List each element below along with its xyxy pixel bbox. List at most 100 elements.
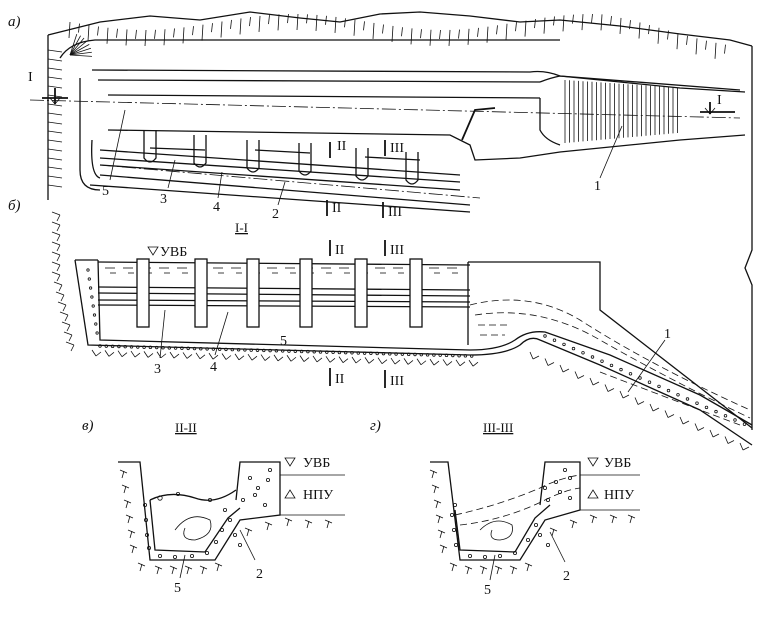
hatch-stroke (458, 29, 460, 39)
ground-hatch (569, 519, 578, 529)
canal-inner-top (107, 94, 541, 99)
hatch-stroke (515, 22, 517, 32)
pier-connector-3 (364, 156, 421, 161)
hatch-stroke (363, 21, 365, 31)
gravel-dot (205, 347, 209, 351)
hatch-stroke (572, 14, 574, 24)
npu-triangle-ii (284, 489, 296, 499)
ground-hatch (544, 358, 555, 366)
gravel-dot (685, 397, 690, 401)
hatch-stroke (69, 54, 92, 57)
gravel-dot (243, 348, 247, 352)
hatch-stroke (714, 42, 717, 59)
ground-hatch (119, 469, 128, 479)
leader-5-plan (109, 109, 126, 181)
gravel-dot (394, 352, 398, 356)
leader-4-plan (217, 171, 223, 199)
label-5-plan: 5 (102, 184, 109, 199)
gravel-dot (695, 401, 699, 405)
hatch-stroke (258, 15, 261, 32)
gravel-dot (470, 354, 474, 358)
gravel-dot (89, 286, 93, 290)
ground-hatch (431, 484, 440, 494)
ground-hatch (494, 565, 503, 575)
flow-iii-1 (454, 474, 581, 516)
gravel-dot (232, 533, 237, 538)
hatch-stroke (534, 19, 536, 29)
gravel-dot (117, 344, 121, 349)
section-iii-bottom-mark: III (388, 205, 402, 220)
ground-hatch (182, 352, 193, 359)
hatch-stroke (69, 40, 88, 56)
flow-line-1 (469, 299, 751, 411)
panel-label-b: б) (8, 198, 21, 214)
trough-iii-outer (430, 461, 581, 561)
gravel-dot (110, 344, 115, 349)
pier-connector-2 (254, 149, 311, 154)
label-1-section: 1 (664, 327, 671, 342)
beam-line-2 (97, 292, 471, 297)
section-pier (299, 258, 313, 328)
hatch-stroke (47, 130, 63, 134)
uvb-label-section: УВБ (160, 245, 187, 260)
hatch-stroke (496, 25, 498, 35)
hatch-stroke (69, 35, 81, 56)
ground-hatch (338, 356, 349, 363)
hatch-stroke (69, 51, 92, 56)
ground-hatch (247, 353, 258, 361)
ground-hatch (137, 562, 146, 572)
hatch-stroke (69, 47, 92, 56)
gravel-dot (236, 348, 241, 352)
section-ii-mark-lower: II (335, 372, 345, 387)
gravel-dot (568, 495, 573, 500)
fill-surface-ii (149, 489, 237, 501)
gravel-dot (526, 538, 531, 543)
gravel-dot (252, 492, 257, 497)
hatch-stroke (648, 25, 650, 35)
gravel-dot (86, 268, 90, 272)
gravel-dot (95, 331, 99, 335)
ground-hatch (390, 357, 401, 365)
hatch-stroke (420, 29, 422, 39)
hatch-stroke (163, 29, 166, 46)
ground-hatch (364, 357, 375, 364)
ground-hatch (260, 354, 271, 361)
ground-hatch (125, 514, 134, 524)
hatch-stroke (629, 20, 631, 30)
channel-line-3 (99, 164, 461, 191)
section-iii-mark-lower: III (390, 374, 404, 389)
gravel-dot (554, 479, 559, 484)
plan-pier (193, 135, 207, 168)
uvb-triangle-section (147, 246, 159, 256)
gravel-dot (666, 388, 671, 393)
ground-hatch (244, 527, 253, 537)
gravel-dot (172, 555, 177, 560)
hatch-stroke (192, 26, 194, 36)
leader-2-iii (549, 531, 566, 563)
gravel-iii (449, 467, 573, 560)
ground-hatch (121, 484, 130, 494)
plan-pier (246, 140, 260, 173)
gravel-ii (142, 467, 272, 560)
gravel-dot (136, 345, 140, 349)
gravel-dot (287, 349, 291, 353)
ground-hatch (51, 221, 61, 232)
canal-left-wall (79, 78, 101, 191)
ground-hatch (156, 351, 167, 359)
first-pier-curve (91, 139, 101, 179)
hatch-stroke (69, 44, 90, 56)
ground-hatch (51, 261, 61, 272)
hatch-stroke (47, 76, 63, 80)
beam-line-4 (97, 304, 471, 308)
section-ii-mark-upper: II (335, 243, 345, 258)
gravel-dot (146, 546, 151, 551)
hatch-stroke (306, 14, 308, 24)
gravel-dot (546, 543, 551, 548)
hatch-stroke (106, 27, 109, 44)
panel-label-g: г) (370, 418, 381, 434)
gravel-dot (237, 543, 242, 548)
label-4-section: 4 (210, 360, 217, 375)
gravel-dot (299, 349, 304, 354)
ground-hatch (53, 281, 63, 292)
ground-hatch (208, 352, 219, 360)
